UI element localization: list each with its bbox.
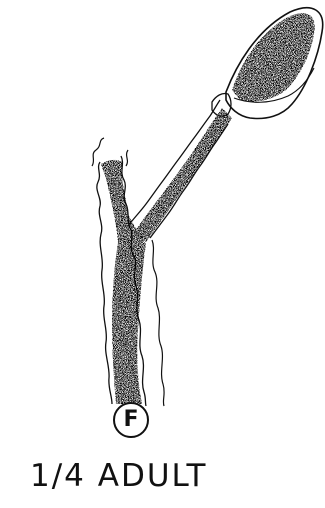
panel-letter-badge: F xyxy=(113,402,149,438)
trunk-sheath-right-outer xyxy=(152,240,164,406)
panel-letter: F xyxy=(123,409,138,431)
stalk-sheath-outer xyxy=(128,100,220,226)
stage-caption: 1/4 ADULT xyxy=(30,458,310,494)
trunk-sheath-left xyxy=(97,162,112,404)
